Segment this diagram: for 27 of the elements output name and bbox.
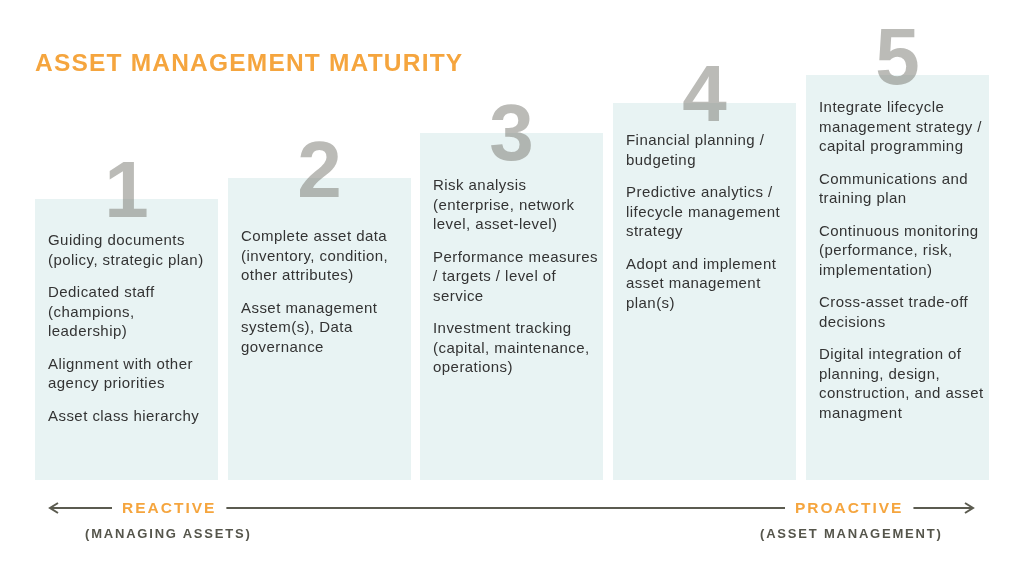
- step-number: 4: [682, 63, 727, 125]
- item-text: Financial planning / budgeting: [626, 130, 766, 169]
- item-text: Continuous monitoring (performance, risk, implementation): [819, 220, 980, 279]
- item-text: Guiding documents (policy, strategic plan): [48, 230, 205, 269]
- title: ASSET MANAGEMENT MATURITY: [35, 48, 464, 78]
- item-text: Risk analysis (enterprise, network level, asset-level): [433, 175, 576, 234]
- item-text: Communications and training plan: [819, 168, 969, 208]
- item-text: Predictive analytics / lifecycle management strategy: [626, 182, 782, 241]
- item-text: Asset management system(s), Data governance: [241, 297, 379, 356]
- step-number: 3: [489, 102, 534, 164]
- item-text: Dedicated staff (champions, leadership): [48, 282, 156, 341]
- item-text: Asset class hierarchy: [48, 405, 201, 425]
- scale-sublabel: (ASSET MANAGEMENT): [760, 526, 943, 542]
- step-number: 5: [875, 26, 920, 88]
- item-text: Performance measures / targets / level of service: [433, 246, 598, 305]
- item-text: Adopt and implement asset management plan(s): [626, 253, 778, 312]
- scale-label: REACTIVE: [122, 499, 217, 517]
- item-text: Cross-asset trade-off decisions: [819, 292, 970, 331]
- item-text: Investment tracking (capital, maintenance, operations): [433, 318, 591, 377]
- step-number: 2: [297, 139, 342, 201]
- item-text: Integrate lifecycle management strategy / capital programming: [819, 97, 983, 156]
- item-text: Digital integration of planning, design, construction, and asset managment: [819, 344, 984, 422]
- scale-sublabel: (MANAGING ASSETS): [85, 526, 252, 542]
- scale-label: PROACTIVE: [795, 499, 904, 517]
- step-number: 1: [104, 159, 149, 221]
- item-text: Complete asset data (inventory, condition, other attributes): [241, 226, 390, 285]
- item-text: Alignment with other agency priorities: [48, 353, 194, 393]
